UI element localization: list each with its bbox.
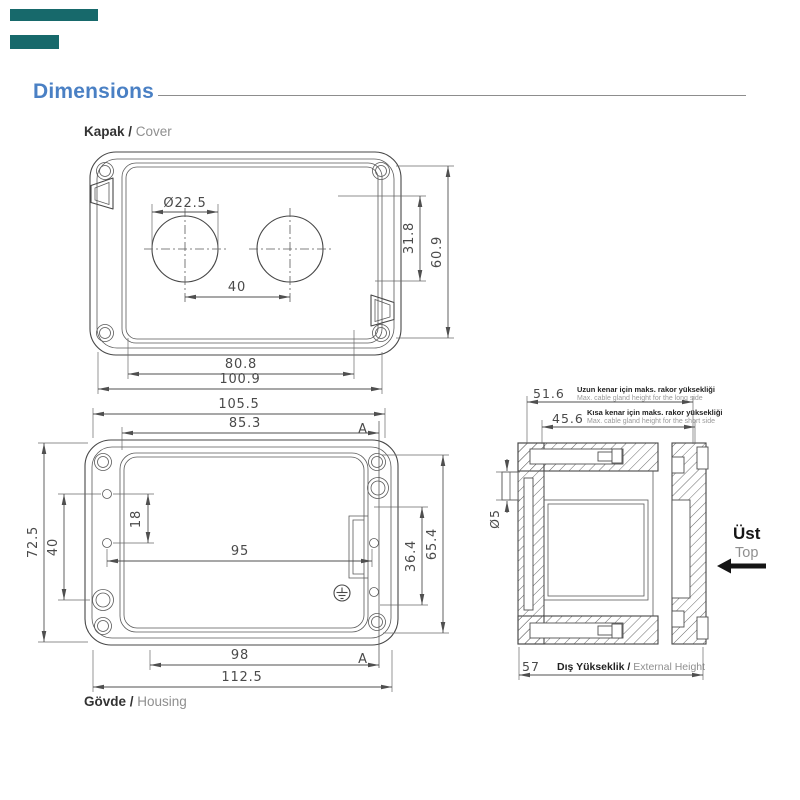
cover-latch-left [90, 177, 114, 210]
housing-label-tr: Gövde / [84, 694, 134, 709]
dim-boss-hole: Ø5 [487, 509, 502, 529]
housing-dimensions: 105.5 85.3 72.5 40 18 95 36.4 [26, 397, 449, 692]
header-teal-bar-wide [10, 9, 98, 21]
dim-cover-hole-spacing: 40 [228, 280, 246, 295]
orientation-label-en: Top [735, 545, 759, 561]
cover-label-tr: Kapak / [84, 124, 133, 139]
section-line-A-A: A A [358, 421, 380, 668]
dim-cover-hole-diameter: Ø22.5 [163, 196, 206, 211]
gland-note-short-en: Max. cable gland height for the short si… [587, 417, 716, 425]
dim-housing-right-inner: 36.4 [404, 540, 419, 572]
dim-housing-top-outer: 105.5 [218, 397, 259, 412]
housing-corner-screws [92, 453, 389, 635]
dim-cover-outer-width: 100.9 [219, 372, 260, 387]
cover-label-en: Cover [135, 124, 172, 139]
housing-label-en: Housing [137, 694, 187, 709]
section-marker-bottom: A [358, 652, 368, 667]
dim-cover-inner-height: 60.9 [430, 236, 445, 268]
dim-housing-hole-span: 95 [231, 544, 249, 559]
cover-drawing-label: Kapak / Cover [84, 124, 172, 139]
dim-housing-left-outer: 72.5 [26, 526, 41, 558]
external-height-label-en: External Height [633, 661, 706, 673]
external-height-label-tr: Dış Yükseklik / [557, 661, 631, 673]
orientation-label-tr: Üst [733, 524, 761, 543]
housing-mounting-holes [102, 489, 379, 597]
dim-housing-hole-pitch: 18 [129, 510, 144, 528]
housing-drawing-label: Gövde / Housing [84, 694, 187, 709]
dim-external-height: 57 [522, 659, 540, 674]
section-marker-top: A [358, 422, 368, 437]
dim-housing-top-inner: 85.3 [229, 416, 261, 431]
cover-hole-left [144, 208, 226, 302]
external-height-label: Dış Yükseklik / External Height [557, 661, 705, 673]
dim-cover-hole-offset-v: 31.8 [402, 222, 417, 254]
cover-drawing: Ø22.5 40 31.8 60.9 80.8 100.9 [89, 151, 454, 394]
top-direction-arrow-icon [717, 558, 766, 574]
housing-drawing: A A 105.5 85.3 72.5 40 18 [26, 397, 449, 692]
ground-symbol-icon [333, 584, 351, 602]
gland-note-short-tr: Kısa kenar için maks. rakor yüksekliği [587, 408, 723, 417]
dim-gland-long: 51.6 [533, 386, 565, 401]
housing-hinge-notch [348, 515, 368, 579]
dim-gland-short: 45.6 [552, 411, 584, 426]
dim-housing-bottom-inner: 98 [231, 648, 249, 663]
cover-hole-right [249, 208, 331, 302]
cover-corner-screws [96, 162, 390, 342]
cover-dimensions: Ø22.5 40 31.8 60.9 80.8 100.9 [97, 165, 454, 394]
gland-note-short-side: Kısa kenar için maks. rakor yüksekliği M… [587, 408, 723, 426]
dim-housing-left-holes: 40 [46, 538, 61, 556]
side-view-dimensions: 51.6 45.6 Ø5 57 [487, 386, 704, 680]
gland-note-long-side: Uzun kenar için maks. rakor yüksekliği M… [577, 385, 715, 403]
dim-housing-bottom-outer: 112.5 [221, 670, 262, 685]
header-teal-bar-narrow [10, 35, 59, 49]
gland-note-long-en: Max. cable gland height for the long sid… [577, 394, 703, 402]
page-title: Dimensions [33, 80, 155, 103]
gland-note-long-tr: Uzun kenar için maks. rakor yüksekliği [577, 385, 715, 394]
side-section-view: 51.6 45.6 Ø5 57 [487, 386, 766, 680]
heading-rule [158, 95, 746, 96]
cover-latch-right [370, 294, 395, 327]
dim-housing-right-outer: 65.4 [425, 528, 440, 560]
dim-cover-inner-width: 80.8 [225, 357, 257, 372]
